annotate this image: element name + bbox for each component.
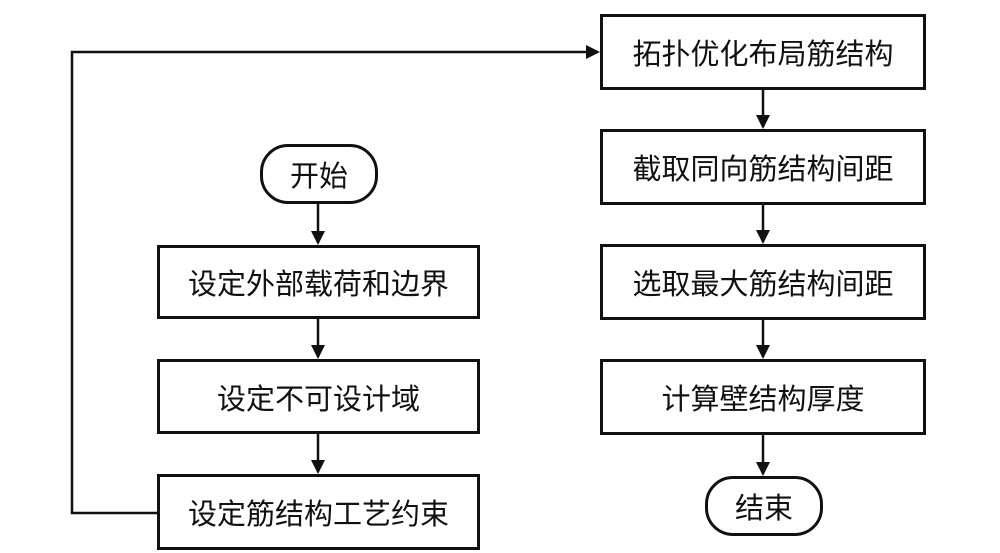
step-topology-optimize-rib-layout: 拓扑优化布局筋结构 bbox=[600, 14, 926, 90]
step-compute-wall-thickness: 计算壁结构厚度 bbox=[600, 359, 926, 435]
start-node: 开始 bbox=[260, 144, 378, 204]
arrow-step3-to-topology bbox=[70, 45, 600, 515]
step-select-max-rib-spacing: 选取最大筋结构间距 bbox=[600, 244, 926, 320]
end-node: 结束 bbox=[705, 476, 823, 536]
step-extract-same-direction-rib-spacing: 截取同向筋结构间距 bbox=[600, 129, 926, 205]
step-set-non-design-domain: 设定不可设计域 bbox=[157, 359, 480, 434]
step-set-loads-boundaries: 设定外部载荷和边界 bbox=[157, 245, 480, 319]
step-set-rib-process-constraints: 设定筋结构工艺约束 bbox=[157, 474, 480, 550]
